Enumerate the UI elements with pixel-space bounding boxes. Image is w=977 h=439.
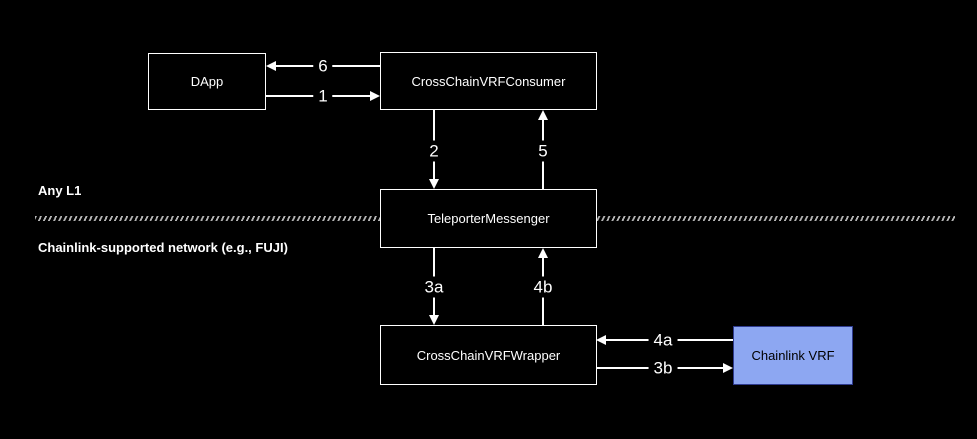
edge-label-3a: 3a (419, 276, 449, 298)
arrowhead-5-up-icon (538, 110, 548, 120)
edge-label-1: 1 (313, 85, 333, 107)
edge-label-2: 2 (424, 140, 444, 162)
node-crosschain-vrf-wrapper-label: CrossChainVRFWrapper (416, 347, 561, 363)
node-crosschain-vrf-wrapper: CrossChainVRFWrapper (380, 325, 597, 385)
edge-label-4b: 4b (528, 276, 558, 298)
edge-label-4a: 4a (648, 329, 678, 351)
edge-label-5: 5 (533, 140, 553, 162)
region-label-chainlink-network: Chainlink-supported network (e.g., FUJI) (38, 240, 288, 255)
edge-label-6: 6 (313, 55, 333, 77)
edge-label-3b: 3b (648, 357, 678, 379)
arrowhead-3b-right-icon (723, 363, 733, 373)
region-label-any-l1: Any L1 (38, 183, 82, 198)
node-teleporter-messenger: TeleporterMessenger (380, 189, 597, 248)
node-chainlink-vrf: Chainlink VRF (733, 326, 853, 385)
node-dapp: DApp (148, 53, 266, 110)
arrowhead-6-left-icon (266, 61, 276, 71)
node-teleporter-messenger-label: TeleporterMessenger (427, 211, 550, 226)
arrowhead-4a-left-icon (596, 335, 606, 345)
arrowhead-1-right-icon (370, 91, 380, 101)
node-crosschain-vrf-consumer: CrossChainVRFConsumer (380, 52, 597, 110)
node-dapp-label: DApp (190, 74, 224, 89)
arrowhead-2-down-icon (429, 179, 439, 189)
node-crosschain-vrf-consumer-label: CrossChainVRFConsumer (411, 73, 566, 89)
arrowhead-4b-up-icon (538, 248, 548, 258)
node-chainlink-vrf-label: Chainlink VRF (751, 348, 835, 363)
arrowhead-3a-down-icon (429, 315, 439, 325)
